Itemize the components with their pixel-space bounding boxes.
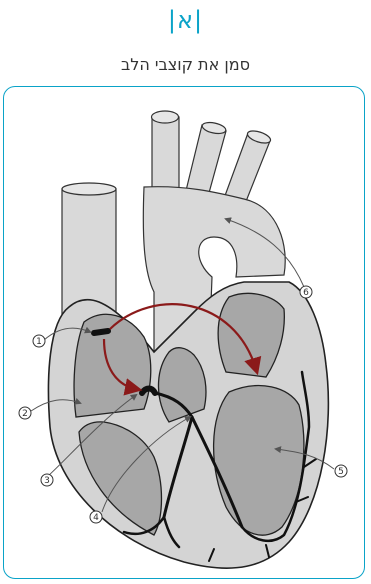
svg-text:6: 6 bbox=[303, 288, 309, 298]
label-marker-3: 3 bbox=[41, 474, 53, 486]
instruction-text: סמן את קוצבי הלב bbox=[0, 55, 371, 74]
sa-node bbox=[94, 331, 108, 333]
right-atrium bbox=[74, 314, 151, 417]
label-marker-2: 2 bbox=[19, 407, 31, 419]
label-marker-4: 4 bbox=[90, 511, 102, 523]
label-marker-6: 6 bbox=[300, 286, 312, 298]
svg-text:1: 1 bbox=[36, 337, 42, 347]
label-marker-1: 1 bbox=[33, 335, 45, 347]
vena-cava-opening bbox=[62, 183, 116, 195]
heart-diagram: 1 2 3 4 5 6 bbox=[4, 87, 365, 579]
superior-vena-cava bbox=[62, 189, 116, 317]
svg-text:5: 5 bbox=[338, 467, 344, 477]
svg-text:2: 2 bbox=[22, 409, 28, 419]
svg-text:4: 4 bbox=[93, 513, 99, 523]
diagram-card[interactable]: 1 2 3 4 5 6 bbox=[3, 86, 365, 579]
svg-text:3: 3 bbox=[44, 476, 50, 486]
label-marker-5: 5 bbox=[335, 465, 347, 477]
option-letter: |א| bbox=[0, 6, 371, 34]
